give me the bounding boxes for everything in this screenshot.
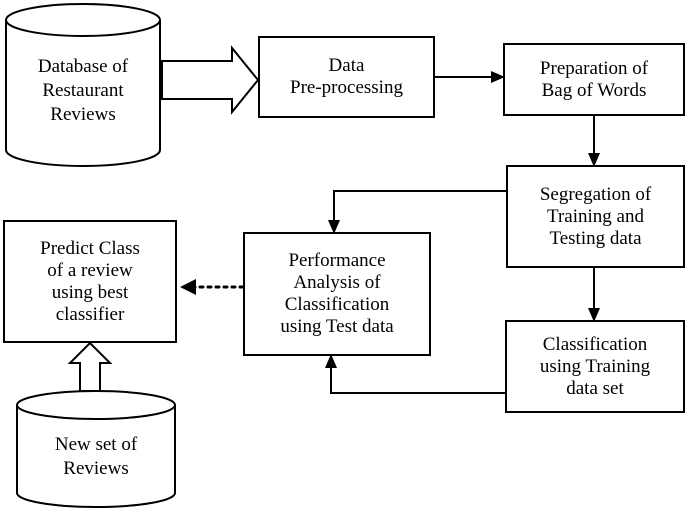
predict-label-line-1: Predict Class [40,237,140,259]
predict-node: Predict Class of a review using best cla… [3,220,177,343]
classification-label-line-2: using Training [539,355,651,377]
segregation-label-line-1: Segregation of [539,183,652,205]
performance-node: Performance Analysis of Classification u… [243,232,431,356]
database-node: Database of Restaurant Reviews [6,36,160,146]
performance-label-line-1: Performance [288,250,386,271]
segregation-label-line-3: Testing data [549,227,642,249]
preprocessing-node: Data Pre-processing [258,36,435,118]
edge-performance-to-predict-head [180,279,196,295]
new-reviews-cylinder [16,390,176,508]
bag-of-words-label-line-1: Preparation of [539,57,649,79]
performance-label-line-4: using Test data [280,316,394,337]
database-label-line-3: Reviews [50,104,116,125]
new-reviews-label-line-2: Reviews [63,458,129,479]
preprocessing-label-line-2: Pre-processing [290,77,403,98]
bag-of-words-node: Preparation of Bag of Words [503,43,685,116]
predict-label-line-2: of a review [47,259,133,281]
edge-segregation-to-performance [328,190,506,234]
segregation-node: Segregation of Training and Testing data [506,165,685,268]
classification-label-line-3: data set [566,377,624,399]
new-reviews-label-line-1: New set of [54,434,138,455]
bag-of-words-label-line-2: Bag of Words [541,79,647,101]
segregation-label-line-2: Training and [547,205,644,227]
new-reviews-node: New set of Reviews [17,422,175,492]
performance-label-line-3: Classification [284,294,390,315]
performance-label-line-2: Analysis of [293,272,381,293]
classification-node: Classification using Training data set [505,320,685,413]
preprocessing-label-line-1: Data [328,55,365,76]
database-label-line-1: Database of [37,56,129,77]
predict-label-line-3: using best [51,281,129,303]
database-cylinder [5,3,161,167]
edge-new-reviews-to-predict [67,341,113,392]
edge-database-to-preprocessing [161,45,260,115]
predict-label-line-4: classifier [55,303,125,325]
edge-classification-to-performance [325,354,505,394]
classification-label-line-1: Classification [542,333,648,355]
database-label-line-2: Restaurant [42,80,124,101]
